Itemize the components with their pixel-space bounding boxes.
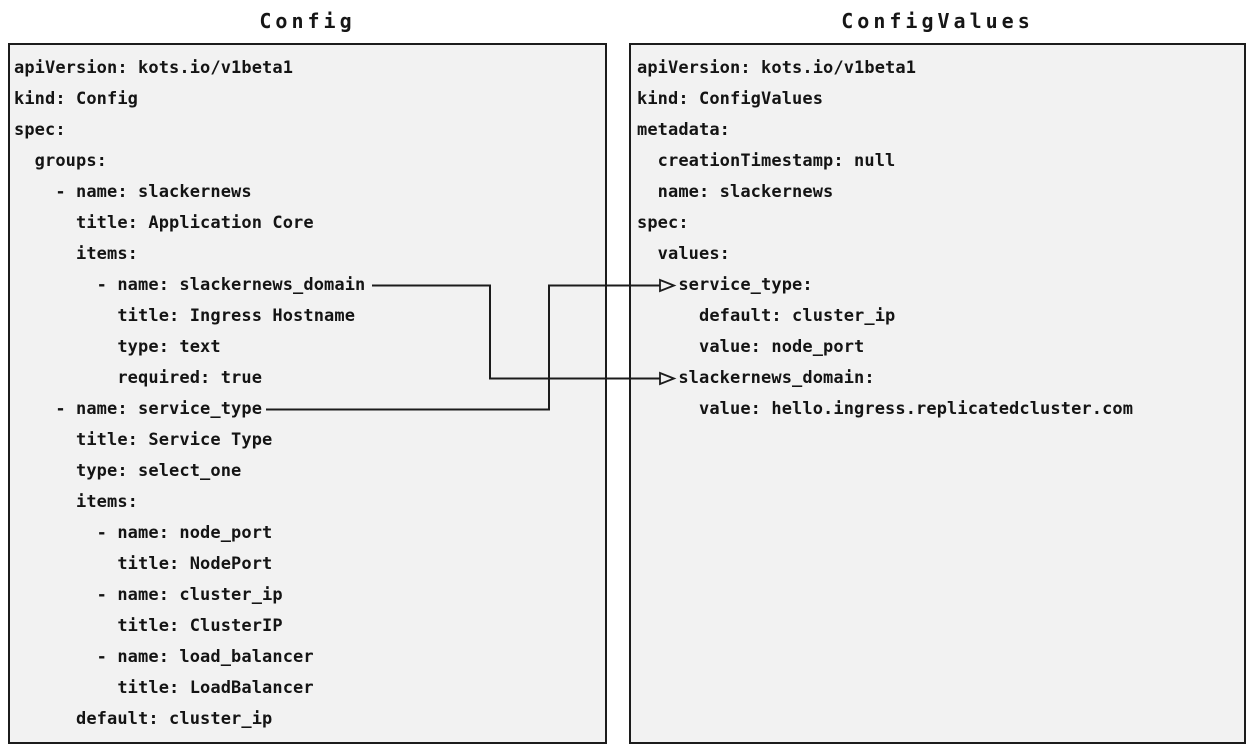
code-line: slackernews_domain: (637, 368, 875, 388)
code-line: title: Service Type (14, 430, 273, 450)
code-line: items: (14, 244, 139, 264)
code-line: kind: Config (14, 89, 139, 109)
code-line: default: cluster_ip (637, 306, 896, 326)
code-line: value: node_port (637, 337, 865, 357)
code-line: title: ClusterIP (14, 616, 283, 636)
configvalues-yaml-panel: apiVersion: kots.io/v1beta1 kind: ConfigV… (629, 43, 1246, 744)
code-line: items: (14, 492, 139, 512)
code-line: - name: slackernews_domain (14, 275, 366, 295)
code-line: - name: cluster_ip (14, 585, 283, 605)
code-line: - name: slackernews (14, 182, 252, 202)
code-line: creationTimestamp: null (637, 151, 896, 171)
code-line: title: LoadBalancer (14, 678, 314, 698)
code-line: value: hello.ingress.replicatedcluster.c… (637, 399, 1134, 419)
code-line: spec: (14, 120, 66, 140)
code-line: - name: load_balancer (14, 647, 314, 667)
code-line: kind: ConfigValues (637, 89, 824, 109)
code-line: type: select_one (14, 461, 242, 481)
code-line: title: NodePort (14, 554, 273, 574)
code-line: title: Application Core (14, 213, 314, 233)
code-line: title: Ingress Hostname (14, 306, 356, 326)
code-line: metadata: (637, 120, 731, 140)
code-line: service_type: (637, 275, 813, 295)
code-line: apiVersion: kots.io/v1beta1 (637, 58, 917, 78)
code-line: type: text (14, 337, 221, 357)
code-line: apiVersion: kots.io/v1beta1 (14, 58, 294, 78)
code-line: required: true (14, 368, 263, 388)
code-line: - name: service_type (14, 399, 263, 419)
code-line: spec: (637, 213, 689, 233)
code-line: values: (637, 244, 731, 264)
code-line: default: cluster_ip (14, 709, 273, 729)
left-panel-title: Config (259, 9, 356, 33)
code-line: groups: (14, 151, 108, 171)
config-yaml-panel: apiVersion: kots.io/v1beta1 kind: Config s… (8, 43, 607, 744)
right-panel-title: ConfigValues (841, 9, 1034, 33)
code-line: - name: node_port (14, 523, 273, 543)
code-line: name: slackernews (637, 182, 834, 202)
